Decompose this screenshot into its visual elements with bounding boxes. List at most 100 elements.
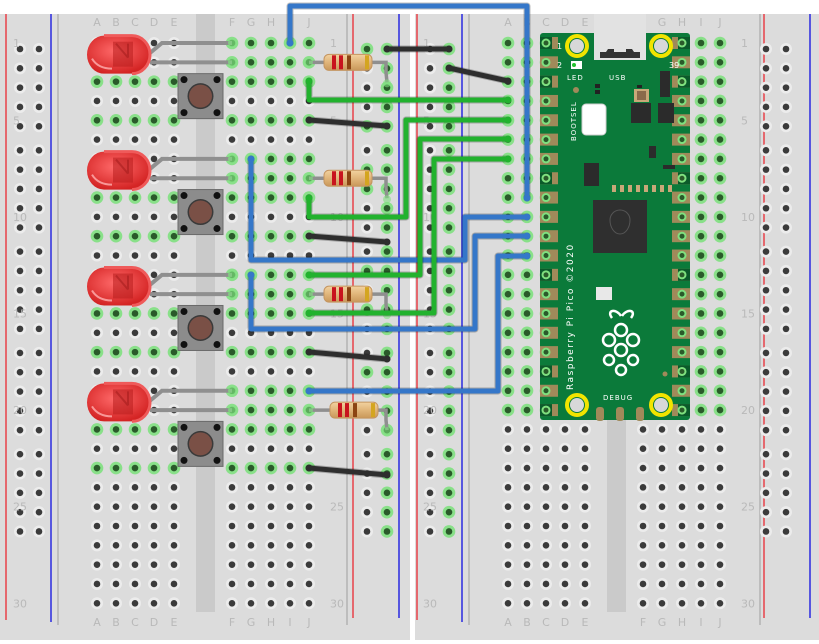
breadboard-hole[interactable]: [380, 365, 394, 379]
breadboard-hole[interactable]: [128, 75, 142, 88]
breadboard-hole[interactable]: [694, 326, 708, 340]
breadboard-hole[interactable]: [245, 577, 257, 590]
breadboard-hole[interactable]: [283, 268, 297, 282]
breadboard-hole[interactable]: [424, 525, 436, 538]
breadboard-hole[interactable]: [245, 500, 257, 513]
breadboard-hole[interactable]: [33, 448, 45, 461]
breadboard-hole[interactable]: [380, 525, 394, 538]
breadboard-hole[interactable]: [167, 307, 181, 320]
breadboard-hole[interactable]: [128, 229, 142, 243]
breadboard-hole[interactable]: [501, 268, 515, 282]
breadboard-hole[interactable]: [714, 520, 726, 532]
breadboard-hole[interactable]: [540, 577, 552, 590]
breadboard-hole[interactable]: [780, 467, 792, 480]
breadboard-hole[interactable]: [442, 467, 456, 480]
breadboard-hole[interactable]: [559, 577, 571, 590]
breadboard-hole[interactable]: [168, 558, 180, 571]
breadboard-hole[interactable]: [14, 245, 26, 258]
breadboard-hole[interactable]: [167, 423, 181, 436]
breadboard-hole[interactable]: [226, 365, 238, 378]
breadboard-hole[interactable]: [695, 520, 707, 532]
breadboard-hole[interactable]: [780, 245, 792, 258]
breadboard-hole[interactable]: [33, 163, 45, 176]
breadboard-hole[interactable]: [244, 423, 258, 436]
led[interactable]: LED 3: [87, 266, 236, 307]
breadboard-hole[interactable]: [14, 525, 26, 538]
breadboard-hole[interactable]: [694, 75, 708, 88]
breadboard-hole[interactable]: [521, 462, 533, 475]
breadboard-hole[interactable]: [540, 462, 552, 475]
breadboard-hole[interactable]: [424, 424, 436, 437]
breadboard-hole[interactable]: [110, 577, 122, 590]
breadboard-hole[interactable]: [302, 152, 316, 166]
breadboard-hole[interactable]: [284, 558, 296, 571]
breadboard-hole[interactable]: [168, 539, 180, 552]
breadboard-hole[interactable]: [14, 163, 26, 176]
breadboard-hole[interactable]: [284, 442, 296, 455]
breadboard-hole[interactable]: [442, 100, 456, 114]
breadboard-hole[interactable]: [695, 539, 707, 552]
breadboard-hole[interactable]: [168, 326, 180, 339]
breadboard-hole[interactable]: [760, 486, 772, 499]
breadboard-hole[interactable]: [579, 442, 591, 455]
breadboard-hole[interactable]: [760, 245, 772, 258]
breadboard-hole[interactable]: [283, 423, 297, 436]
breadboard-hole[interactable]: [245, 539, 257, 552]
breadboard-hole[interactable]: [33, 62, 45, 75]
breadboard-hole[interactable]: [501, 191, 515, 204]
breadboard-hole[interactable]: [637, 423, 649, 436]
breadboard-hole[interactable]: [14, 144, 26, 157]
breadboard-hole[interactable]: [380, 505, 394, 519]
breadboard-hole[interactable]: [713, 171, 727, 185]
breadboard-hole[interactable]: [148, 94, 160, 107]
breadboard-hole[interactable]: [579, 597, 591, 610]
breadboard-hole[interactable]: [380, 245, 394, 258]
breadboard-hole[interactable]: [502, 500, 514, 513]
breadboard-hole[interactable]: [442, 221, 456, 234]
breadboard-hole[interactable]: [713, 56, 727, 69]
breadboard-hole[interactable]: [110, 481, 122, 494]
breadboard-hole[interactable]: [579, 423, 591, 436]
breadboard-hole[interactable]: [245, 133, 257, 146]
breadboard-hole[interactable]: [656, 577, 668, 590]
breadboard-hole[interactable]: [695, 558, 707, 571]
breadboard-hole[interactable]: [760, 404, 772, 417]
breadboard-hole[interactable]: [245, 481, 257, 494]
breadboard-hole[interactable]: [283, 345, 297, 359]
breadboard-hole[interactable]: [694, 307, 708, 320]
breadboard-hole[interactable]: [637, 558, 649, 571]
breadboard-hole[interactable]: [713, 249, 727, 262]
breadboard-hole[interactable]: [284, 481, 296, 494]
black-wire[interactable]: [305, 464, 391, 479]
breadboard-hole[interactable]: [559, 442, 571, 455]
breadboard-hole[interactable]: [91, 539, 103, 552]
breadboard-hole[interactable]: [303, 577, 315, 590]
breadboard-hole[interactable]: [245, 442, 257, 455]
breadboard-hole[interactable]: [264, 56, 278, 69]
breadboard-hole[interactable]: [780, 284, 792, 297]
blue-wire[interactable]: [286, 2, 531, 202]
breadboard-hole[interactable]: [226, 481, 238, 494]
breadboard-hole[interactable]: [33, 202, 45, 215]
breadboard-hole[interactable]: [656, 462, 668, 475]
breadboard-hole[interactable]: [33, 525, 45, 538]
breadboard-hole[interactable]: [424, 448, 436, 461]
resistor[interactable]: Resistor 3: [305, 285, 391, 320]
breadboard-hole[interactable]: [540, 558, 552, 571]
breadboard-hole[interactable]: [265, 365, 277, 378]
breadboard-hole[interactable]: [780, 81, 792, 94]
breadboard-hole[interactable]: [676, 481, 688, 494]
breadboard-hole[interactable]: [713, 268, 727, 282]
breadboard-hole[interactable]: [713, 133, 727, 146]
breadboard-hole[interactable]: [656, 520, 668, 532]
breadboard-hole[interactable]: [501, 384, 515, 398]
breadboard-hole[interactable]: [694, 210, 708, 224]
breadboard-hole[interactable]: [283, 307, 297, 320]
breadboard-hole[interactable]: [33, 385, 45, 398]
breadboard-hole[interactable]: [284, 133, 296, 146]
breadboard-hole[interactable]: [502, 520, 514, 532]
breadboard-hole[interactable]: [637, 442, 649, 455]
breadboard-hole[interactable]: [226, 210, 238, 223]
breadboard-hole[interactable]: [442, 404, 456, 418]
breadboard-hole[interactable]: [128, 191, 142, 204]
